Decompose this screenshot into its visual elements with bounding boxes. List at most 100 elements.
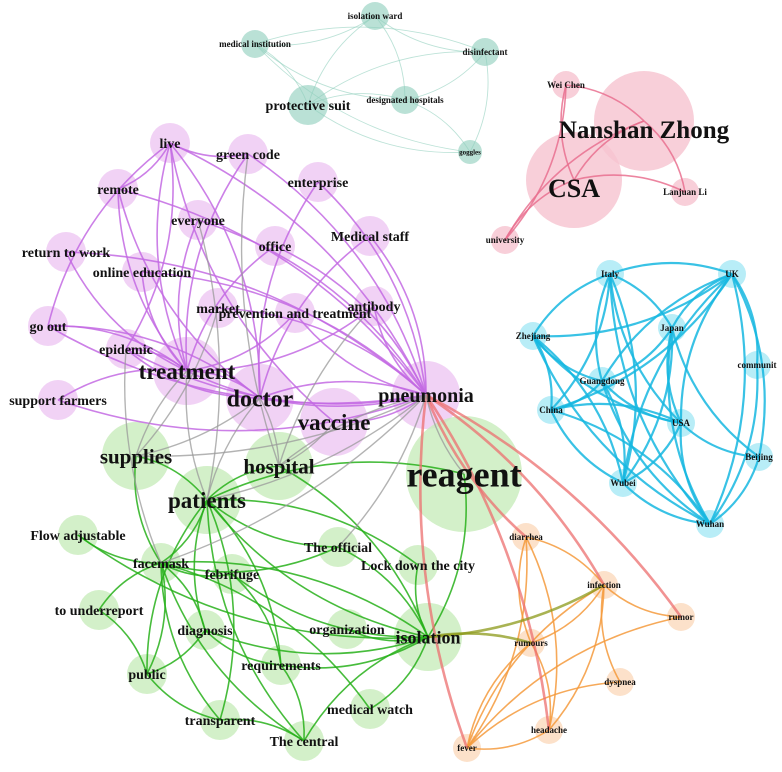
edge-society-live-green-code [169,142,249,158]
label-treatment: treatment [139,359,236,384]
label-communit: communit [738,360,777,370]
edge-society-remote-treatment [117,188,188,372]
edge-symptoms-infection-headache [548,584,605,731]
edges-layer [47,15,766,750]
edge-hospital-infra-designated-hospitals-goggles [404,99,471,153]
edge-bridge-hospital-antibody [278,305,375,467]
label-support-farmers: support farmers [9,394,107,409]
label-everyone: everyone [171,214,225,229]
label-remote: remote [97,183,139,198]
edge-measures-patients-the-official [206,499,339,548]
label-zhejiang: Zhejiang [516,331,551,341]
label-medical-watch: medical watch [327,703,413,718]
label-fever: fever [457,743,476,753]
edge-measures-to-underreport-public [98,609,148,675]
edge-places-zhejiang-wubei [532,335,625,484]
label-to-underreport: to underreport [55,604,144,619]
edge-society-go-out-pneumonia [47,325,427,405]
edge-society-go-out-doctor [47,325,261,399]
edge-society-support-farmers-treatment [57,368,188,401]
edge-society-support-farmers-pneumonia [57,394,427,432]
label-wuhan: Wuhan [696,519,724,529]
edge-measures-hospital-patients [206,465,280,501]
label-the-central: The central [270,735,339,750]
label-china: China [539,405,563,415]
label-italy: Italy [601,269,620,279]
edge-measures-the-official-facemask [160,546,339,573]
label-wubei: Wubei [610,478,636,488]
label-pneumonia: pneumonia [378,385,474,407]
edge-society-everyone-pneumonia [197,219,427,396]
edge-hospital-infra-isolation-ward-medical-institution [254,15,376,46]
edge-hospital-infra-medical-institution-goggles [254,43,471,153]
label-the-official: The official [304,541,372,556]
edge-places-uk-beijing [731,273,766,458]
edge-society-green-code-pneumonia [247,153,427,396]
edge-society-epidemic-doctor [125,348,261,399]
label-medical-staff: Medical staff [331,230,409,245]
edge-places-communit-wuhan [709,364,759,525]
edge-symptoms-diarrhea-infection [525,536,605,586]
edge-hospital-infra-designated-hospitals-protective-suit [307,93,406,106]
edge-society-office-pneumonia [274,245,427,396]
edge-society-return-to-work-treatment [65,251,188,372]
edge-symptoms-infection-rumor [603,584,682,618]
edge-society-live-treatment [156,142,188,372]
edge-places-italy-zhejiang [532,272,611,337]
edge-places-usa-wubei [622,422,683,484]
label-isolation-ward: isolation ward [348,11,403,21]
label-supplies: supplies [100,444,172,468]
label-usa: USA [672,418,691,428]
edge-symptoms-infection-dyspnea [600,584,621,683]
label-public: public [128,668,165,683]
edge-measures-patients-lock-down-the-city [206,498,419,566]
edge-society-enterprise-doctor [257,181,319,399]
edge-society-live-go-out [47,142,171,327]
label-green-code: green code [216,148,280,163]
edge-hospital-infra-disinfectant-protective-suit [307,51,486,106]
edge-measures-isolation-the-central [303,636,429,742]
label-disinfectant: disinfectant [463,47,508,57]
edge-bridge-pneumonia-rumor [425,393,683,618]
edge-bridge-facemask-epidemic [124,348,162,564]
edge-society-live-remote [117,142,171,190]
edge-places-uk-usa [679,273,733,424]
label-rumor: rumor [669,612,694,622]
edge-bridge-supplies-pneumonia [135,394,427,457]
label-febrifuge: febrifuge [205,568,259,583]
edge-bridge-pneumonia-infection [425,393,606,586]
edge-places-italy-japan [609,272,673,329]
edge-society-medical-staff-pneumonia [369,235,427,396]
edge-places-wubei-wuhan [622,482,711,526]
edge-bridge-isolation-rumours [427,632,532,645]
label-prevention-and-treatment: prevention and treatment [219,307,372,322]
label-rumours: rumours [514,638,548,648]
edge-places-china-wuhan [550,408,711,525]
label-guangdong: Guangdong [579,376,625,386]
edge-hospital-infra-disinfectant-designated-hospitals [404,51,486,101]
edge-measures-isolation-requirements [280,636,429,669]
edge-symptoms-dyspnea-fever [466,681,621,749]
label-dyspnea: dyspnea [604,677,636,687]
edge-experts-wei-chen-csa [560,84,575,181]
edge-places-zhejiang-wuhan [531,335,711,525]
label-office: office [259,240,292,255]
edge-places-usa-beijing [680,422,760,459]
edge-society-online-education-pneumonia [141,271,427,396]
edge-society-vaccine-pneumonia [333,394,427,424]
edge-measures-facemask-medical-watch [160,562,371,710]
edge-places-china-usa [550,402,682,424]
edge-places-uk-zhejiang [532,273,733,338]
label-antibody: antibody [348,300,401,315]
label-go-out: go out [30,320,67,335]
edge-measures-requirements-the-central [280,664,305,742]
edge-bridge-facemask-pneumonia [160,394,427,564]
edge-bridge-reagent-pneumonia [425,394,465,475]
edge-experts-csa-university [504,179,575,241]
edge-places-japan-wubei [622,327,674,484]
edge-society-antibody-pneumonia [373,305,427,396]
edge-places-guangdong-wuhan [600,380,711,525]
edge-hospital-infra-disinfectant-goggles [469,51,489,153]
edge-hospital-infra-protective-suit-goggles [307,104,471,153]
edge-experts-wei-chen-nanshan-zhong [565,84,645,122]
